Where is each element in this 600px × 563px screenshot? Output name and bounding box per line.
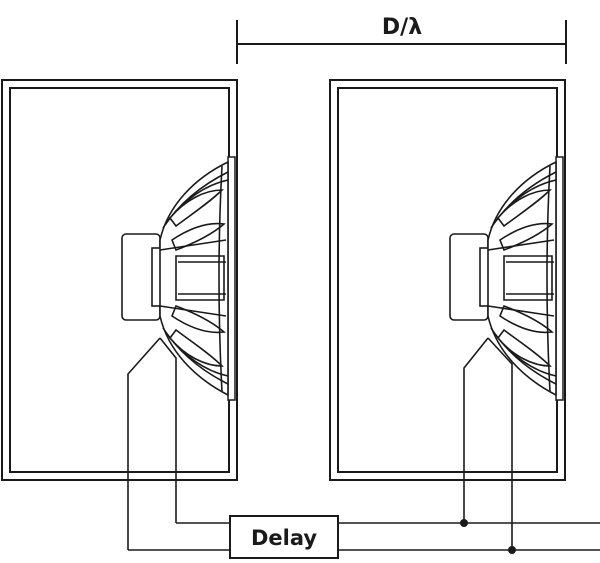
junction-dot-bottom (508, 546, 516, 554)
wire-terminal-left (463, 337, 489, 523)
basket-window-1 (496, 189, 552, 228)
junction-dot-top (460, 519, 468, 527)
woofer-driver (449, 160, 557, 397)
delay-box (229, 515, 339, 559)
baffle-plate (555, 156, 564, 401)
right-speaker-cabinet (329, 79, 566, 550)
cone-line-2 (487, 305, 555, 317)
dimension-marker (236, 20, 567, 64)
basket-window-3 (503, 255, 553, 301)
basket-window-5 (496, 328, 552, 367)
surround-edge (218, 165, 223, 393)
left-speaker-cabinet (1, 79, 238, 550)
cone-line-2 (159, 305, 227, 317)
surround-edge (546, 165, 551, 393)
cabinet-outer (1, 79, 238, 481)
wire-terminal-left (127, 337, 161, 550)
delay-label: Delay (251, 526, 317, 550)
wire-terminal-right (487, 337, 513, 550)
cone-line-1 (159, 239, 227, 251)
signal-wiring (128, 522, 600, 551)
basket-window-1 (168, 189, 224, 228)
baffle-plate (227, 156, 236, 401)
basket-window-5 (168, 328, 224, 367)
cone-line-1 (487, 239, 555, 251)
woofer-driver (121, 160, 229, 397)
dimension-label: D/λ (382, 15, 422, 40)
wire-terminal-right (159, 337, 177, 523)
basket-window-3 (175, 255, 225, 301)
cabinet-outer (329, 79, 566, 481)
